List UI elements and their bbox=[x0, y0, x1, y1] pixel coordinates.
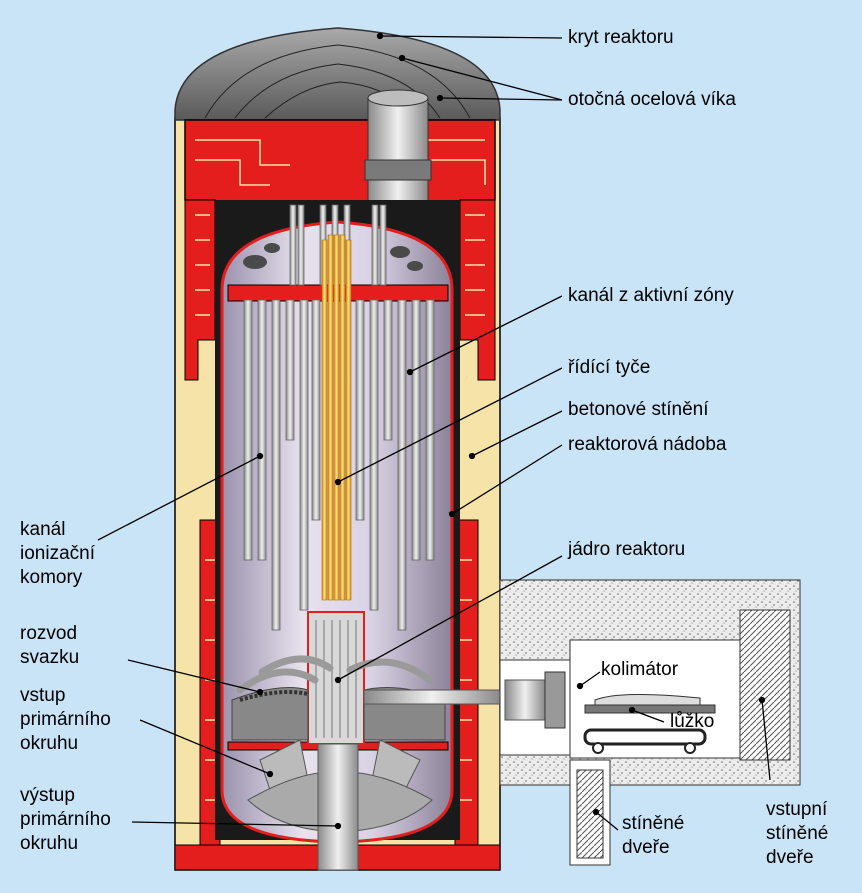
label-rozvod-svazku: rozvod svazku bbox=[20, 623, 80, 668]
beam-distribution-pipes bbox=[236, 655, 434, 694]
beam-port bbox=[363, 689, 501, 705]
label-ridici-tyce: řídící tyče bbox=[568, 357, 651, 378]
label-jadro-reaktoru: jádro reaktoru bbox=[568, 539, 686, 560]
label-vstupni-stinene-dvere: vstupní stíněné dveře bbox=[766, 799, 829, 868]
label-kanal-z-aktivni-zony: kanál z aktivní zóny bbox=[568, 285, 734, 306]
control-rods bbox=[321, 234, 352, 601]
reactor-cover bbox=[174, 27, 501, 121]
label-otocna-ocelova-vika: otočná ocelová víka bbox=[568, 89, 736, 110]
label-kolimator: kolimátor bbox=[601, 659, 679, 680]
label-betonove-stineni: betonové stínění bbox=[568, 399, 709, 420]
label-kanal-ionizacni-komory: kanál ionizační komory bbox=[20, 519, 95, 588]
label-reaktorova-nadoba: reaktorová nádoba bbox=[568, 434, 727, 455]
leader-lines bbox=[97, 32, 771, 831]
label-luzko: lůžko bbox=[670, 711, 715, 732]
patient-bed bbox=[583, 693, 716, 754]
rotating-plug bbox=[364, 89, 432, 209]
label-vstup-primarniho-okruhu: vstup primárního okruhu bbox=[20, 685, 111, 754]
label-vystup-primarniho-okruhu: výstup primárního okruhu bbox=[20, 785, 111, 854]
label-stinene-dvere: stíněné dveře bbox=[622, 813, 685, 858]
primary-circuit bbox=[247, 739, 433, 871]
core-channels bbox=[243, 204, 435, 631]
label-kryt-reaktoru: kryt reaktoru bbox=[568, 27, 674, 48]
lid-openings bbox=[243, 243, 423, 271]
treatment-room bbox=[499, 579, 801, 866]
